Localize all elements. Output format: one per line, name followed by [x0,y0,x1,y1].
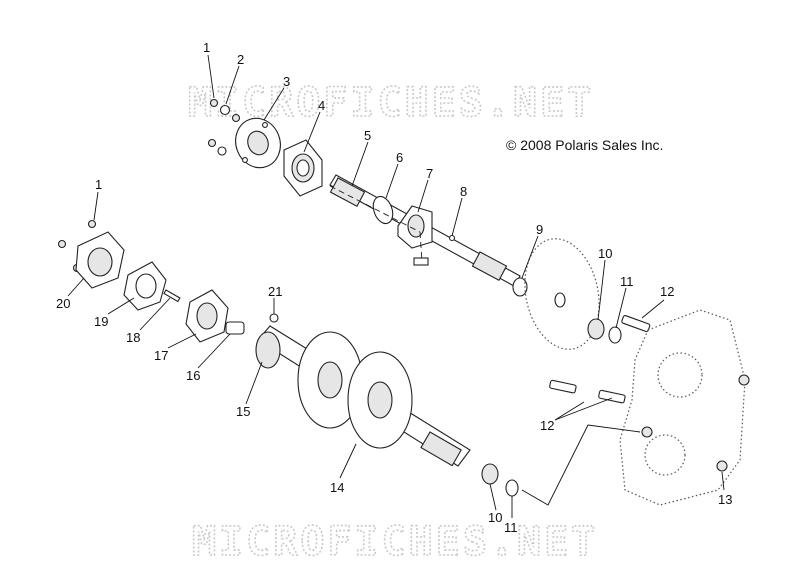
callout-9: 9 [536,222,543,237]
callout-13: 13 [718,492,732,507]
chaincase-bolts [549,315,651,404]
callout-10-upper: 10 [598,246,612,261]
snap-ring [512,277,528,297]
callout-11-upper: 11 [620,274,634,289]
callout-1: 1 [203,40,210,55]
callout-4: 4 [318,98,325,113]
callout-11-lower: 11 [504,520,518,535]
callout-19: 19 [94,314,108,329]
callout-20: 20 [56,296,70,311]
upper-hardware [207,98,241,156]
callout-21: 21 [268,284,282,299]
track-driveshaft [255,313,471,467]
bearing-seal-lower [481,463,519,497]
chaincase-housing [619,309,750,506]
callout-7: 7 [426,166,433,181]
callout-10-lower: 10 [488,510,502,525]
callout-labels: 1 2 3 4 5 6 7 8 9 10 11 12 1 20 19 18 17… [56,40,732,535]
copyright-text: © 2008 Polaris Sales Inc. [506,137,663,153]
callout-5: 5 [364,128,371,143]
callout-3: 3 [283,74,290,89]
callout-15: 15 [236,404,250,419]
callout-12-lower: 12 [540,418,554,433]
callout-8: 8 [460,184,467,199]
callout-16: 16 [186,368,200,383]
callout-1-left: 1 [95,177,102,192]
driveshaft-upper [329,174,521,287]
bearing-flange [283,139,323,197]
bearing-flange-plate [235,117,281,169]
callout-17: 17 [154,348,168,363]
leader-lines [67,54,725,518]
chaincase-sprocket [524,238,600,350]
bearing-seal-upper [587,318,622,344]
watermark-bottom: MICROFICHES.NET [192,519,598,565]
callout-14: 14 [330,480,344,495]
callout-18: 18 [126,330,140,345]
left-bearing-group [57,219,245,343]
callout-6: 6 [396,150,403,165]
watermark-top: MICROFICHES.NET [188,80,594,126]
callout-12-upper: 12 [660,284,674,299]
callout-2: 2 [237,52,244,67]
